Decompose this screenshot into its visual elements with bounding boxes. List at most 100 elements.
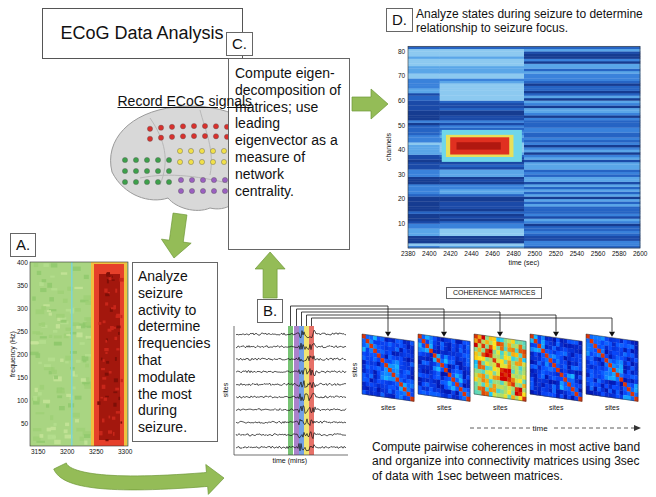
heatmap-cell xyxy=(524,66,640,69)
heatmap-cell xyxy=(408,204,440,207)
electrode-dot xyxy=(191,133,196,138)
heatmap-cell xyxy=(440,223,525,226)
heatmap-cell xyxy=(440,172,525,175)
electrode-dot xyxy=(199,148,204,153)
axis-tick: 400 xyxy=(17,259,28,266)
heatmap-cell xyxy=(408,118,440,121)
electrode-dot xyxy=(211,188,216,193)
heatmap-cell xyxy=(408,64,440,67)
heatmap-cell xyxy=(408,51,440,54)
heatmap-cell xyxy=(440,174,525,177)
heatmap-cell xyxy=(440,164,525,167)
ecog-trace xyxy=(236,444,346,451)
matrix-frame xyxy=(362,334,414,401)
heatmap-cell xyxy=(408,59,440,62)
heatmap-cell xyxy=(524,231,640,234)
heatmap-cell xyxy=(408,83,440,86)
spectrogram-cell xyxy=(58,291,64,294)
heatmap-cell xyxy=(440,113,525,116)
flow-arrow xyxy=(352,89,388,119)
spectrogram-cell xyxy=(113,403,116,407)
spectrogram-cell xyxy=(66,334,70,336)
electrode-dot xyxy=(189,177,194,182)
leader-arrowhead xyxy=(441,332,447,337)
heatmap-cell xyxy=(440,105,525,108)
heatmap-cell xyxy=(440,68,525,71)
spectrogram-cell xyxy=(105,396,109,398)
electrode-dot xyxy=(158,125,163,130)
heatmap-cell xyxy=(440,59,525,62)
heatmap-cell xyxy=(408,142,440,145)
spectrogram-cell xyxy=(40,385,44,390)
heatmap-cell xyxy=(408,54,440,57)
heatmap-cell xyxy=(408,162,440,165)
heatmap-cell xyxy=(408,103,440,106)
electrode-dot xyxy=(147,126,152,131)
heatmap-cell xyxy=(524,218,640,221)
heatmap-cell xyxy=(440,120,525,123)
spectrogram-cell xyxy=(115,357,117,361)
heatmap-cell xyxy=(440,73,525,76)
heatmap-cell xyxy=(440,103,525,106)
axis-tick: 50 xyxy=(398,122,405,129)
axis-tick: 3150 xyxy=(31,448,45,455)
heatmap-cell xyxy=(440,206,525,209)
spectrogram-cell xyxy=(116,411,120,414)
axis-title: sites xyxy=(381,404,395,412)
heatmap-cell xyxy=(440,179,525,182)
spectrogram-cell xyxy=(111,307,115,309)
ecog-trace xyxy=(236,406,346,414)
axis-tick: 60 xyxy=(398,97,405,104)
spectrogram-cell xyxy=(80,437,84,441)
heatmap-cell xyxy=(408,179,440,182)
spectrogram-cell xyxy=(41,322,45,327)
heatmap-cell xyxy=(408,125,440,128)
spectrogram-cell xyxy=(76,332,82,337)
spectrogram-cell xyxy=(60,359,64,362)
coherence-matrix xyxy=(586,334,638,402)
spectrogram-frame xyxy=(30,262,128,446)
flow-arrow xyxy=(161,213,191,258)
heatmap-cell xyxy=(408,216,440,219)
heatmap-cell xyxy=(524,59,640,62)
electrode-dot xyxy=(210,159,215,164)
spectrogram-background xyxy=(30,262,128,446)
heatmap-cell xyxy=(524,157,640,160)
spectrogram-cell xyxy=(76,360,81,363)
heatmap-cell xyxy=(524,172,640,175)
heatmap-cell xyxy=(440,243,525,246)
electrode-dot xyxy=(213,134,218,139)
heatmap-cell xyxy=(524,194,640,197)
spectrogram-cell xyxy=(64,429,68,433)
spectrogram-cell xyxy=(115,388,119,391)
heatmap-cell xyxy=(524,73,640,76)
heatmap-cell xyxy=(440,125,525,128)
spectrogram-cell xyxy=(100,397,103,399)
heatmap-cell xyxy=(408,110,440,113)
heatmap-frame xyxy=(408,46,640,248)
heatmap-cell xyxy=(408,137,440,140)
spectrogram-cell xyxy=(116,314,120,318)
spectrogram-cell xyxy=(33,396,37,401)
heatmap-cell xyxy=(524,120,640,123)
heatmap-cell xyxy=(440,162,525,165)
heatmap-cell xyxy=(524,169,640,172)
node-text: Analyze seizure activity to determine fr… xyxy=(138,268,212,436)
heatmap-cell xyxy=(408,105,440,108)
heatmap-cell xyxy=(524,125,640,128)
heatmap-cell xyxy=(524,196,640,199)
heatmap-cell xyxy=(408,73,440,76)
heatmap-cell xyxy=(408,113,440,116)
heatmap-cell xyxy=(524,177,640,180)
spectrogram-cell xyxy=(120,421,122,423)
heatmap-cell xyxy=(524,95,640,98)
spectrogram-cell xyxy=(73,267,81,271)
heatmap-cell xyxy=(440,91,525,94)
spectrogram-cell xyxy=(119,278,123,282)
spectrogram-cell xyxy=(116,315,118,318)
heatmap-cell xyxy=(524,187,640,190)
electrode-dot xyxy=(158,135,163,140)
heatmap-cell xyxy=(524,100,640,103)
axis-title: sites xyxy=(222,383,230,397)
heatmap-cell xyxy=(440,66,525,69)
